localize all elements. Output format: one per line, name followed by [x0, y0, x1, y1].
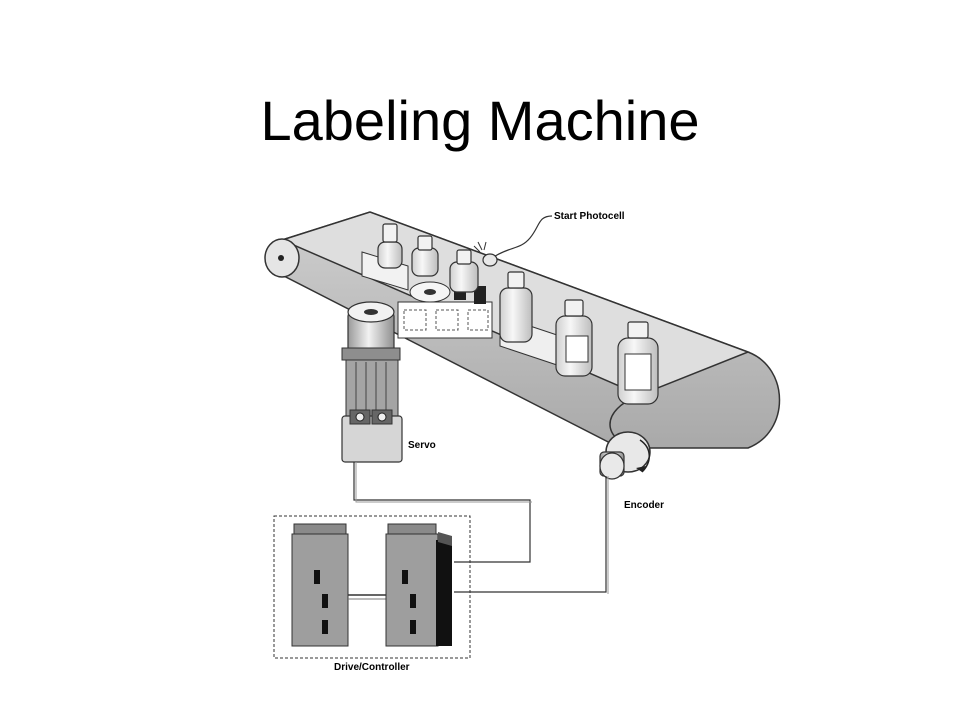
drive-controller-label: Drive/Controller [334, 662, 410, 673]
encoder [599, 431, 651, 480]
bottle [617, 321, 659, 405]
bottle [449, 249, 479, 293]
encoder-cable [454, 476, 609, 594]
servo-cable [353, 462, 532, 563]
bottle [499, 271, 533, 343]
start-photocell-label: Start Photocell [554, 211, 625, 222]
bottle [555, 299, 593, 377]
drive-unit-left [291, 523, 349, 647]
bottle [377, 223, 403, 269]
encoder-label: Encoder [624, 500, 664, 511]
servo-label: Servo [408, 440, 436, 451]
slide-title: Labeling Machine [260, 89, 700, 152]
bottle [411, 235, 439, 277]
servo-motor [341, 301, 403, 463]
start-photocell [473, 215, 553, 267]
drive-unit-right [385, 523, 452, 647]
drive-controller-enclosure [273, 515, 471, 659]
